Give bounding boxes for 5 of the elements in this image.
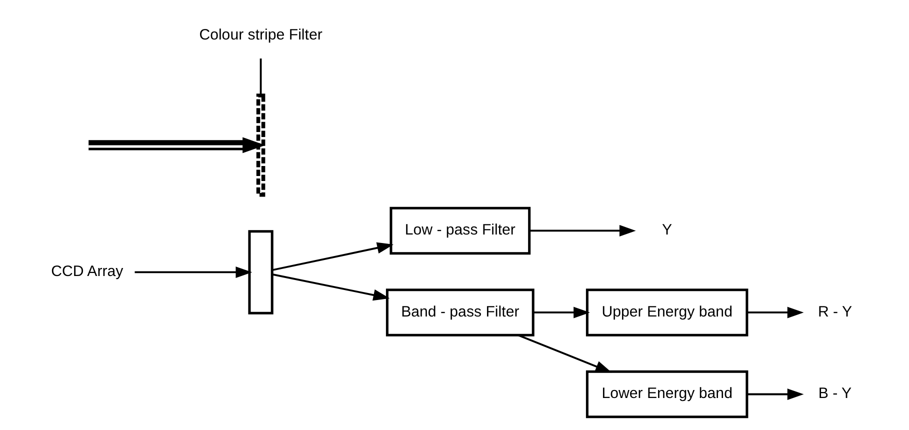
node-text: B - Y xyxy=(818,385,852,402)
node-text: Y xyxy=(662,222,672,239)
node-text: Colour stripe Filter xyxy=(199,26,322,44)
node-text: R - Y xyxy=(818,303,852,320)
node-text: CCD Array xyxy=(51,263,124,280)
